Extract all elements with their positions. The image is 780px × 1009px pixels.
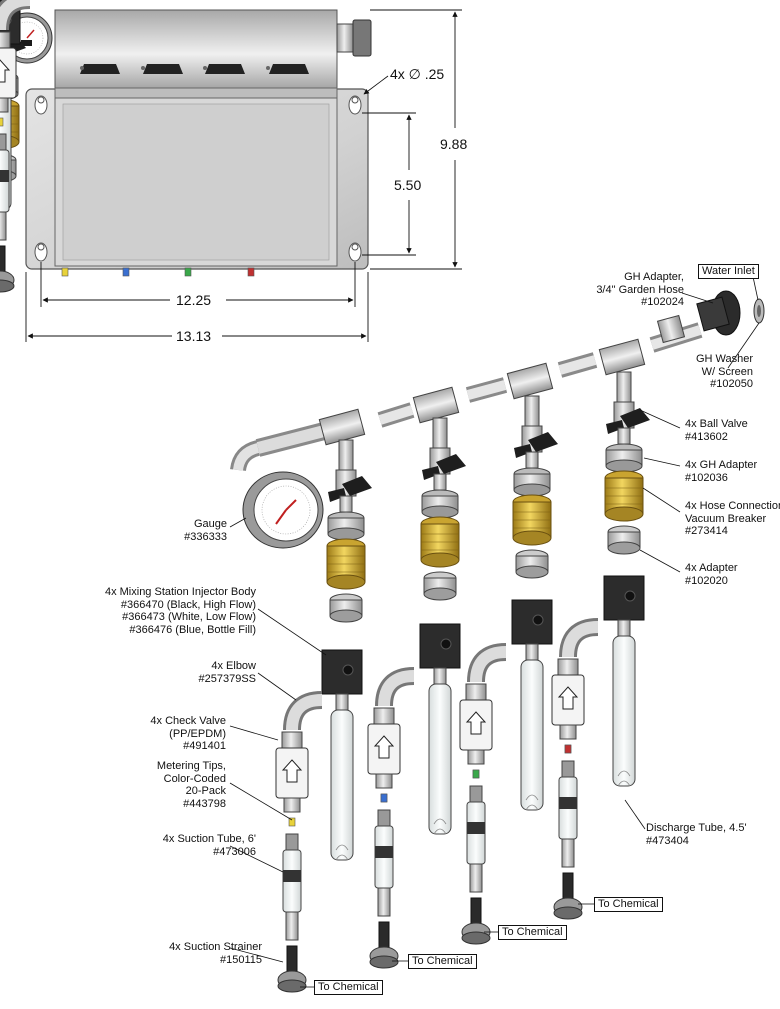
gh-adapter <box>656 290 741 344</box>
dimension-width-total: 13.13 <box>176 328 212 344</box>
label-metering-tips: Metering Tips, Color-Coded 20-Pack #4437… <box>156 760 226 810</box>
mounting-slot-bottom-right <box>348 242 362 262</box>
label-suction-strainer: 4x Suction Strainer #150115 <box>169 941 262 966</box>
label-suction-tube: 4x Suction Tube, 6' #473006 <box>162 833 256 858</box>
front-view <box>1 9 372 277</box>
gh-washer <box>753 298 765 324</box>
leader-lines <box>229 271 760 988</box>
manifold-housing <box>54 9 338 99</box>
tip-red-front <box>247 267 255 277</box>
label-to-chemical-2: To Chemical <box>408 954 477 969</box>
tip-yellow-front <box>61 267 69 277</box>
mounting-slot-top-right <box>348 95 362 115</box>
label-vacuum-breaker: 4x Hose Connection Vacuum Breaker #27341… <box>685 500 780 537</box>
tee-4 <box>598 338 646 376</box>
tip-green-front <box>184 267 192 277</box>
label-check-valve: 4x Check Valve (PP/EPDM) #491401 <box>150 715 226 752</box>
label-gh-adapter: GH Adapter, 3/4" Garden Hose #102024 <box>596 271 684 308</box>
mounting-slot-top-left <box>34 95 48 115</box>
tip-green <box>472 769 480 779</box>
valve-handle-3 <box>205 64 245 74</box>
label-gh-adapter-4x: 4x GH Adapter #102036 <box>685 459 758 484</box>
tip-blue <box>380 793 388 803</box>
dimension-height-total: 9.88 <box>440 136 468 152</box>
tee-1 <box>318 408 366 446</box>
label-to-chemical-1: To Chemical <box>314 980 383 995</box>
label-water-inlet: Water Inlet <box>698 264 759 279</box>
suction-chain-template <box>0 0 31 293</box>
tip-red <box>564 744 572 754</box>
label-gh-washer: GH Washer W/ Screen #102050 <box>695 353 753 390</box>
label-elbow: 4x Elbow #257379SS <box>198 660 257 685</box>
dimension-width-inner: 12.25 <box>176 292 212 308</box>
tip-blue-front <box>122 267 130 277</box>
dimension-lines <box>25 9 462 342</box>
label-discharge-tube: Discharge Tube, 4.5' #473404 <box>646 822 747 847</box>
label-gauge: Gauge #336333 <box>184 518 227 543</box>
valve-handle-2 <box>143 64 183 74</box>
dimension-height-inner: 5.50 <box>394 177 422 193</box>
label-ball-valve: 4x Ball Valve #413602 <box>685 418 748 443</box>
gauge-elbow <box>230 440 261 472</box>
label-injector-body: 4x Mixing Station Injector Body #366470 … <box>104 586 256 636</box>
dimension-holes: 4x ∅ .25 <box>390 66 445 82</box>
mounting-slot-bottom-left <box>34 242 48 262</box>
tee-3 <box>506 362 554 400</box>
valve-handle-1 <box>80 64 120 74</box>
valve-handle-4 <box>269 64 309 74</box>
tee-2 <box>412 386 460 424</box>
inlet-fitting <box>336 23 354 53</box>
label-to-chemical-4: To Chemical <box>594 897 663 912</box>
label-adapter: 4x Adapter #102020 <box>685 562 738 587</box>
label-to-chemical-3: To Chemical <box>498 925 567 940</box>
gauge-exploded <box>242 471 324 549</box>
